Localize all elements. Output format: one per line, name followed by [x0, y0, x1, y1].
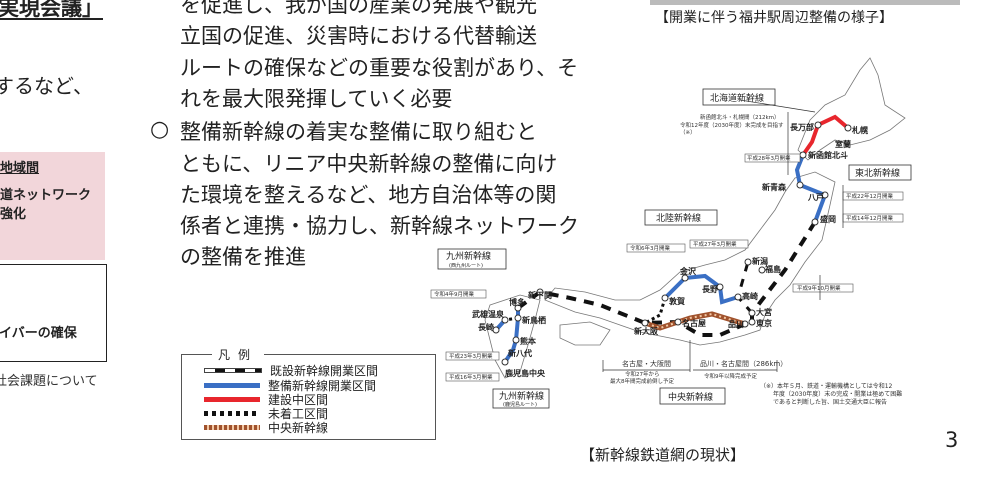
line-box-hokkaido: 北海道新幹線 — [710, 92, 764, 104]
note: 平成23年3月開業 — [449, 352, 493, 360]
leader-lines — [602, 99, 844, 372]
map-caption: 【新幹線鉄道網の現状】 — [580, 446, 746, 464]
note: 令和9年以降完成予定 — [704, 372, 757, 380]
station-label: 熊本 — [520, 336, 536, 346]
legend-item-construction: 建設中区間 — [204, 392, 329, 407]
white-box: イバーの確保 — [0, 264, 107, 362]
para1-line: れを最大限発揮していく必要 — [180, 87, 453, 111]
station-markers — [492, 121, 852, 366]
line-box-sub: (西九州ルート) — [449, 262, 483, 269]
note: （※） — [680, 129, 696, 136]
legend-label: 中央新幹線 — [268, 420, 329, 435]
pink-box-line: 強化 — [0, 207, 27, 222]
note: 平成22年12月開業 — [846, 192, 893, 200]
legend-label: 未着工区間 — [268, 406, 329, 421]
station-label: 博多 — [509, 297, 525, 307]
station-label: 金沢 — [679, 266, 697, 276]
note: 最大8年間完成前倒し予定 — [610, 377, 675, 385]
footnote: （※）本年５月、鉄道・運輸機構としては令和12 — [760, 382, 893, 390]
note: 令和27年から — [625, 370, 660, 378]
station-label: 東京 — [756, 318, 772, 328]
page-number: 3 — [945, 428, 959, 452]
station-label: 名古屋 — [682, 318, 706, 328]
line-box-kyushu-west: 九州新幹線 — [446, 250, 491, 262]
para1-line: を促進し、我が国の産業の発展や観光 — [180, 0, 537, 17]
pink-box-line: 道ネットワーク — [0, 188, 92, 203]
legend-item-chuo: 中央新幹線 — [204, 420, 329, 435]
map-legend: 凡例 既設新幹線開業区間 整備新幹線開業区間 建設中区間 未着工区間 中央新幹線 — [181, 346, 436, 440]
station-label: 長崎 — [478, 322, 494, 332]
station-label: 新潟 — [752, 256, 768, 266]
legend-item-seibi: 整備新幹線開業区間 — [204, 378, 377, 393]
photo-bottom-edge — [650, 0, 960, 5]
white-box-line: イバーの確保 — [0, 326, 77, 341]
line-box-tohoku: 東北新幹線 — [855, 167, 900, 179]
footnote: であると判断した旨、国土交通大臣に報告 — [773, 398, 887, 406]
station-label: 武雄温泉 — [472, 309, 505, 319]
note: 令和12年度（2030年度）末完成を目指す — [680, 121, 784, 129]
blue-line-swatch — [204, 382, 260, 388]
station-label: 新青森 — [762, 182, 787, 192]
note: 新函館北斗・札幌間（212km） — [700, 113, 780, 121]
para1-line: ルートの確保などの重要な役割があり、そ — [180, 56, 579, 80]
para2-line: ともに、リニア中央新幹線の整備に向け — [180, 152, 558, 176]
para2-line: た環境を整えるなど、地方自治体等の関 — [180, 183, 557, 207]
station-label: 室蘭 — [835, 139, 851, 149]
para1-line: 立国の促進、災害時における代替輸送 — [180, 24, 537, 48]
bullet-circle: ○ — [150, 117, 170, 142]
station-label: 新函館北斗 — [808, 150, 848, 160]
legend-item-existing: 既設新幹線開業区間 — [204, 363, 379, 378]
note: 令和4年9月開業 — [434, 290, 474, 298]
chuo-line-swatch — [204, 424, 260, 430]
note: 平成27年3月開業 — [693, 240, 737, 248]
line-box-kyushu-kagoshima: 九州新幹線 — [499, 390, 544, 402]
note: 平成16年3月開業 — [449, 373, 493, 381]
note: 名古屋・大阪間 — [622, 359, 671, 368]
meeting-title: 実現会議」 — [0, 0, 103, 20]
station-label: 敦賀 — [669, 296, 685, 306]
station-label: 福島 — [764, 264, 781, 274]
left-footer: 社会課題について — [0, 374, 98, 389]
station-label: 新八代 — [508, 348, 532, 358]
para2-line: 係者と連携・協力し、新幹線ネットワーク — [180, 214, 579, 238]
left-text: するなど、 — [0, 74, 93, 98]
station-label: 新大阪 — [634, 326, 659, 336]
station-label: 八戸 — [807, 193, 824, 202]
station-label: 長野 — [702, 285, 718, 294]
note: 平成9年10月開業 — [797, 284, 841, 292]
note: 平成28年3月開業 — [747, 154, 791, 162]
station-label: 新下関 — [528, 290, 552, 300]
station-label: 長万部 — [790, 122, 814, 132]
station-label: 新鳥栖 — [522, 315, 546, 325]
footnote: 年度（2030年度）末の完成・開業は極めて困難 — [773, 390, 902, 398]
line-box-sub: (鹿児島ルート) — [503, 401, 537, 408]
para2-line: 整備新幹線の着実な整備に取り組むと — [180, 120, 537, 144]
station-label: 札幌 — [851, 125, 868, 135]
station-label: 品川 — [728, 320, 744, 329]
note: 平成14年12月開業 — [846, 214, 893, 222]
red-line-swatch — [204, 396, 260, 402]
para2-line: の整備を推進 — [180, 245, 306, 269]
note: 品川・名古屋間（286km） — [700, 359, 787, 368]
station-label: 高崎 — [742, 291, 758, 301]
unbuilt-line — [644, 297, 667, 325]
station-label: 盛岡 — [820, 214, 836, 224]
pink-highlight-box: 地域間 道ネットワーク 強化 — [0, 152, 105, 260]
pink-box-heading: 地域間 — [0, 161, 40, 176]
legend-label: 整備新幹線開業区間 — [268, 378, 377, 393]
legend-item-unbuilt: 未着工区間 — [204, 406, 329, 421]
photo-caption: 【開業に伴う福井駅周辺整備の様子】 — [655, 10, 893, 26]
line-box-chuo: 中央新幹線 — [668, 391, 713, 403]
legend-title: 凡例 — [212, 346, 265, 363]
line-box-hokuriku: 北陸新幹線 — [656, 212, 701, 224]
existing-line-swatch — [204, 367, 262, 373]
legend-label: 既設新幹線開業区間 — [270, 363, 379, 378]
note: 令和6年3月開業 — [630, 244, 670, 252]
legend-label: 建設中区間 — [268, 392, 329, 407]
station-label: 大宮 — [756, 307, 772, 317]
station-label: 鹿児島中央 — [505, 368, 546, 378]
dotted-line-swatch — [204, 410, 260, 416]
